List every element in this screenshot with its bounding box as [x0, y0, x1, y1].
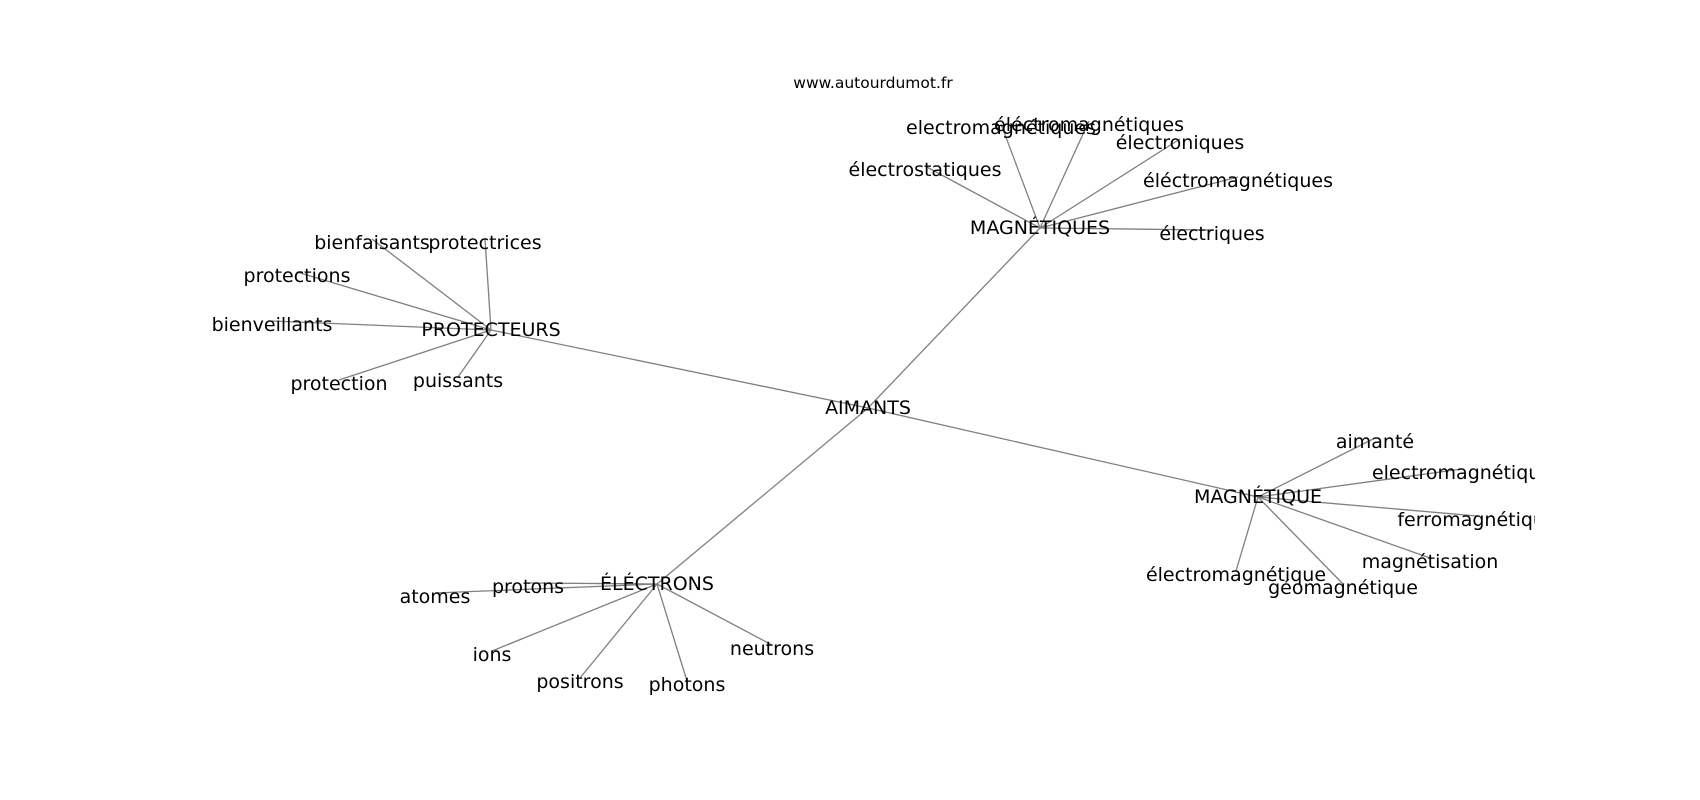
edge-protecteurs-1 [484, 238, 492, 331]
leaf-node-magnetique-2: ferromagnétique [1397, 509, 1556, 531]
hub-node-magnetiques: MAGNÉTIQUES [970, 216, 1110, 239]
hub-node-protecteurs: PROTECTEURS [421, 319, 560, 341]
edge-magnetiques-4 [1039, 176, 1239, 229]
leaf-node-protecteurs-1: protectrices [428, 232, 541, 254]
edge-protecteurs-5 [457, 329, 492, 378]
leaf-node-magnetiques-4: éléctromagnétiques [1143, 170, 1333, 192]
leaf-node-electrons-5: neutrons [730, 638, 814, 660]
edge-magnetique-4 [1235, 496, 1259, 572]
edge-magnetiques-0 [1000, 123, 1041, 229]
edge-center-magnetiques [867, 227, 1041, 409]
leaf-node-protecteurs-3: bienveillants [212, 314, 333, 336]
leaf-node-magnetique-4: électromagnétique [1146, 564, 1326, 586]
leaf-node-electrons-2: ions [473, 644, 512, 666]
leaf-node-electrons-0: atomes [400, 586, 471, 608]
leaf-node-magnetiques-1: éléctromagnétiques [994, 114, 1184, 136]
leaf-node-magnetique-5: géomagnétique [1268, 577, 1418, 599]
edge-electrons-3 [579, 583, 658, 679]
leaf-node-magnetiques-0: electromagnétiques [906, 117, 1096, 139]
edge-magnetiques-2 [1039, 138, 1181, 229]
edge-electrons-1 [527, 582, 658, 585]
hub-node-magnetique: MAGNÉTIQUE [1194, 485, 1322, 508]
leaf-node-electrons-1: protons [492, 576, 564, 598]
edge-electrons-2 [491, 583, 658, 652]
leaf-node-protecteurs-0: bienfaisants [314, 232, 430, 254]
edge-protecteurs-3 [271, 320, 492, 331]
edge-magnetiques-1 [1039, 120, 1090, 229]
graph-edges [271, 120, 1478, 682]
leaf-node-magnetique-3: magnétisation [1362, 551, 1499, 573]
leaf-node-protecteurs-5: puissants [413, 370, 503, 392]
leaf-node-magnetiques-2: électroniques [1116, 132, 1245, 154]
edge-magnetique-1 [1257, 468, 1463, 498]
leaf-node-magnetiques-3: électrostatiques [849, 159, 1002, 181]
edge-protecteurs-2 [296, 271, 492, 331]
center-node-label: AIMANTS [825, 397, 911, 419]
leaf-node-magnetique-0: aimanté [1336, 431, 1414, 453]
edge-magnetique-3 [1257, 496, 1431, 559]
edge-magnetique-0 [1257, 437, 1376, 498]
hub-node-electrons: ÉLÉCTRONS [600, 572, 714, 595]
edge-center-magnetique [867, 407, 1259, 498]
graph-labels: AIMANTSMAGNÉTIQUESelectromagnétiqueséléc… [212, 114, 1556, 696]
edge-magnetiques-5 [1039, 227, 1213, 231]
edge-center-protecteurs [490, 329, 869, 409]
edge-electrons-5 [656, 583, 773, 646]
edge-center-electrons [656, 407, 869, 585]
edge-protecteurs-0 [371, 238, 492, 331]
edge-magnetique-5 [1257, 496, 1344, 585]
edge-electrons-4 [656, 583, 688, 682]
edge-magnetiques-3 [924, 165, 1041, 229]
leaf-node-electrons-3: positrons [536, 671, 623, 693]
edge-magnetique-2 [1257, 496, 1478, 517]
leaf-node-magnetique-1: electromagnétique [1372, 462, 1552, 484]
leaf-node-protecteurs-4: protection [290, 373, 387, 395]
leaf-node-electrons-4: photons [649, 674, 726, 696]
edge-electrons-0 [434, 583, 658, 594]
site-credit: www.autourdumot.fr [793, 74, 953, 92]
leaf-node-magnetiques-5: électriques [1159, 223, 1264, 245]
edge-protecteurs-4 [338, 329, 492, 381]
leaf-node-protecteurs-2: protections [244, 265, 351, 287]
